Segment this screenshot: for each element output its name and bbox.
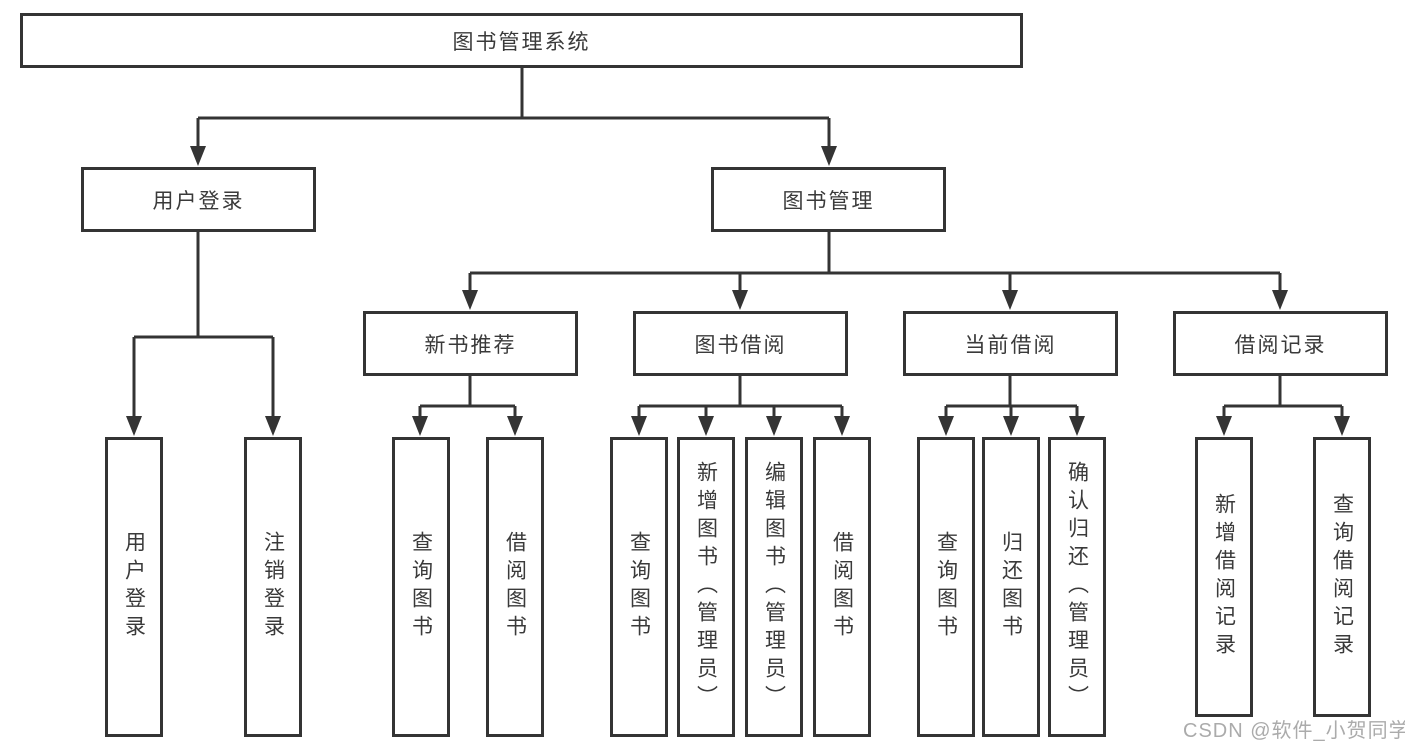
leaf-edit-books-admin: 编辑图书（管理员）	[745, 437, 803, 737]
leaf-label: 借阅图书	[830, 531, 854, 643]
leaf-query-borrow-record: 查询借阅记录	[1313, 437, 1371, 717]
leaf-label: 用户登录	[122, 531, 146, 643]
node-user-login: 用户登录	[81, 167, 316, 232]
node-current-borrowing: 当前借阅	[903, 311, 1118, 376]
node-label: 新书推荐	[424, 333, 517, 357]
node-new-book-recommendation: 新书推荐	[363, 311, 578, 376]
leaf-confirm-return-admin: 确认归还（管理员）	[1048, 437, 1106, 737]
leaf-add-books-admin: 新增图书（管理员）	[677, 437, 735, 737]
node-label: 图书管理	[782, 189, 875, 213]
leaf-query-books-2: 查询图书	[610, 437, 668, 737]
node-book-management: 图书管理	[711, 167, 946, 232]
leaf-label: 编辑图书（管理员）	[762, 461, 786, 713]
arrowhead-icons	[126, 146, 1350, 436]
leaf-add-borrow-record: 新增借阅记录	[1195, 437, 1253, 717]
leaf-return-books: 归还图书	[982, 437, 1040, 737]
leaf-query-books-3: 查询图书	[917, 437, 975, 737]
leaf-logout: 注销登录	[244, 437, 302, 737]
leaf-label: 查询借阅记录	[1330, 493, 1354, 661]
leaf-query-books-1: 查询图书	[392, 437, 450, 737]
leaf-user-login: 用户登录	[105, 437, 163, 737]
node-borrowing-records: 借阅记录	[1173, 311, 1388, 376]
node-label: 借阅记录	[1234, 333, 1327, 357]
node-label: 当前借阅	[964, 333, 1057, 357]
leaf-label: 新增图书（管理员）	[694, 461, 718, 713]
leaf-label: 归还图书	[999, 531, 1023, 643]
leaf-label: 确认归还（管理员）	[1065, 461, 1089, 713]
leaf-label: 新增借阅记录	[1212, 493, 1236, 661]
leaf-label: 查询图书	[409, 531, 433, 643]
leaf-borrow-books-2: 借阅图书	[813, 437, 871, 737]
node-label: 图书借阅	[694, 333, 787, 357]
leaf-label: 借阅图书	[503, 531, 527, 643]
node-book-borrowing: 图书借阅	[633, 311, 848, 376]
csdn-watermark: CSDN @软件_小贺同学	[1183, 720, 1405, 742]
node-label: 用户登录	[152, 189, 245, 213]
node-label: 图书管理系统	[452, 30, 591, 54]
leaf-label: 查询图书	[627, 531, 651, 643]
leaf-label: 注销登录	[261, 531, 285, 643]
node-library-management-system: 图书管理系统	[20, 13, 1023, 68]
leaf-label: 查询图书	[934, 531, 958, 643]
leaf-borrow-books-1: 借阅图书	[486, 437, 544, 737]
